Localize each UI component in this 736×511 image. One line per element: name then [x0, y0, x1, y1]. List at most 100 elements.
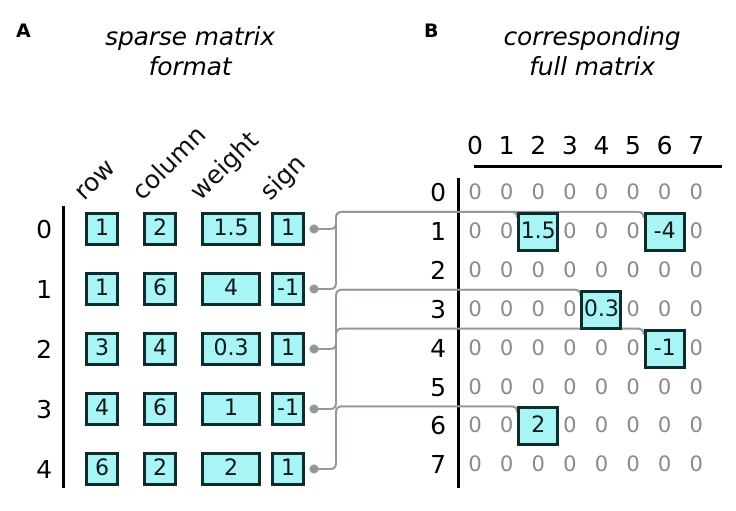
matrix-cell-2-5: 0	[626, 257, 640, 282]
matrix-cell-4-1: 0	[499, 335, 514, 360]
matrix-cell-3-3: 0	[563, 296, 577, 321]
matrix-cell-1-5: 0	[626, 218, 640, 243]
sparse-cell-4-row: 6	[85, 452, 119, 486]
sparse-cell-3-sign: -1	[271, 392, 305, 426]
sparse-cell-0-sign: 1	[271, 212, 305, 246]
matrix-cell-6-2: 2	[517, 406, 560, 447]
connector-dot-1	[309, 284, 319, 294]
matrix-cell-4-6: -1	[643, 328, 686, 369]
sparse-cell-3-row: 4	[85, 392, 119, 426]
matrix-cell-1-0: 0	[468, 218, 482, 243]
matrix-cell-7-2: 0	[531, 452, 545, 477]
matrix-cell-1-6: -4	[643, 211, 686, 252]
matrix-cell-0-2: 0	[531, 180, 545, 204]
sparse-cell-2-sign: 1	[271, 332, 305, 366]
panel-b-col-label-4: 4	[593, 131, 610, 160]
panel-b-row-label-5: 5	[430, 372, 446, 402]
sparse-cell-0-row: 1	[85, 212, 119, 246]
matrix-cell-5-7: 0	[689, 374, 703, 399]
panel-a-header-row: row	[67, 152, 121, 206]
sparse-cell-4-weight: 2	[201, 452, 261, 486]
panel-b-row-label-2: 2	[430, 255, 446, 285]
matrix-cell-4-4: 0	[594, 335, 609, 360]
matrix-cell-0-1: 0	[499, 180, 514, 204]
matrix-cell-2-3: 0	[563, 257, 577, 282]
matrix-cell-7-6: 0	[657, 452, 672, 477]
matrix-cell-7-4: 0	[594, 452, 609, 477]
matrix-cell-6-6: 0	[657, 413, 672, 438]
matrix-cell-6-5: 0	[626, 413, 640, 438]
matrix-cell-1-1: 0	[499, 218, 514, 243]
matrix-cell-2-0: 0	[468, 257, 482, 282]
matrix-cell-7-7: 0	[689, 452, 703, 477]
panel-b-row-label-4: 4	[430, 333, 446, 363]
matrix-cell-5-3: 0	[563, 374, 577, 399]
panel-b-col-label-6: 6	[656, 131, 673, 160]
panel-a-row-label-1: 1	[36, 275, 52, 304]
panel-b-col-label-1: 1	[498, 131, 515, 160]
connector-dot-0	[309, 224, 319, 234]
panel-b-row-label-3: 3	[430, 294, 446, 324]
connector-dot-3	[309, 404, 319, 414]
matrix-cell-4-0: 0	[468, 335, 482, 360]
sparse-cell-1-column: 6	[143, 272, 177, 306]
matrix-cell-4-7: 0	[689, 335, 703, 360]
matrix-cell-3-6: 0	[657, 296, 672, 321]
panel-b-row-label-6: 6	[430, 411, 446, 441]
panel-b-title-line1: corresponding	[503, 22, 681, 51]
panel-b-col-label-5: 5	[625, 131, 641, 160]
matrix-cell-1-7: 0	[689, 218, 703, 243]
matrix-cell-7-3: 0	[563, 452, 577, 477]
panel-a-row-label-4: 4	[36, 455, 52, 484]
matrix-cell-3-2: 0	[531, 296, 545, 321]
sparse-cell-3-weight: 1	[201, 392, 261, 426]
matrix-cell-0-5: 0	[626, 180, 640, 204]
matrix-cell-3-4: 0.3	[580, 289, 623, 330]
sparse-cell-4-sign: 1	[271, 452, 305, 486]
sparse-cell-2-column: 4	[143, 332, 177, 366]
panel-b-title: corresponding full matrix	[452, 22, 732, 81]
panel-b-row-label-0: 0	[430, 178, 446, 207]
matrix-cell-0-4: 0	[594, 180, 609, 204]
matrix-cell-4-2: 0	[531, 335, 545, 360]
panel-b-title-line2: full matrix	[529, 51, 655, 81]
panel-b-divider	[457, 178, 460, 488]
sparse-cell-3-column: 6	[143, 392, 177, 426]
matrix-cell-1-4: 0	[594, 218, 609, 243]
matrix-cell-1-3: 0	[563, 218, 577, 243]
panel-a-row-label-3: 3	[36, 395, 52, 424]
sparse-cell-1-row: 1	[85, 272, 119, 306]
connector-dot-4	[309, 464, 319, 474]
panel-b-col-label-3: 3	[561, 131, 578, 160]
matrix-cell-0-6: 0	[657, 180, 672, 204]
matrix-cell-5-2: 0	[531, 374, 545, 399]
matrix-cell-0-7: 0	[689, 180, 703, 204]
panel-a-divider	[62, 206, 65, 488]
matrix-cell-6-3: 0	[563, 413, 577, 438]
matrix-cell-1-2: 1.5	[517, 211, 560, 252]
matrix-cell-0-0: 0	[468, 180, 482, 204]
panel-b-row-label-7: 7	[430, 450, 446, 480]
matrix-cell-2-4: 0	[594, 257, 609, 282]
panel-b-col-label-0: 0	[467, 131, 483, 160]
panel-a-letter: A	[16, 20, 31, 42]
matrix-cell-0-3: 0	[563, 180, 577, 204]
matrix-cell-6-4: 0	[594, 413, 609, 438]
panel-b-col-label-7: 7	[688, 131, 705, 160]
matrix-cell-6-7: 0	[689, 413, 703, 438]
sparse-cell-1-sign: -1	[271, 272, 305, 306]
panel-a-row-label-0: 0	[36, 215, 52, 244]
matrix-cell-3-5: 0	[626, 296, 640, 321]
matrix-cell-2-7: 0	[689, 257, 703, 282]
matrix-cell-3-1: 0	[499, 296, 514, 321]
matrix-cell-6-1: 0	[499, 413, 514, 438]
sparse-cell-2-weight: 0.3	[201, 332, 261, 366]
matrix-cell-5-6: 0	[657, 374, 672, 399]
matrix-cell-2-1: 0	[499, 257, 514, 282]
connector-dot-2	[309, 344, 319, 354]
sparse-cell-4-column: 2	[143, 452, 177, 486]
matrix-cell-3-0: 0	[468, 296, 482, 321]
panel-b-header-rule	[474, 165, 722, 168]
sparse-cell-0-weight: 1.5	[201, 212, 261, 246]
panel-b-col-label-2: 2	[530, 131, 547, 160]
